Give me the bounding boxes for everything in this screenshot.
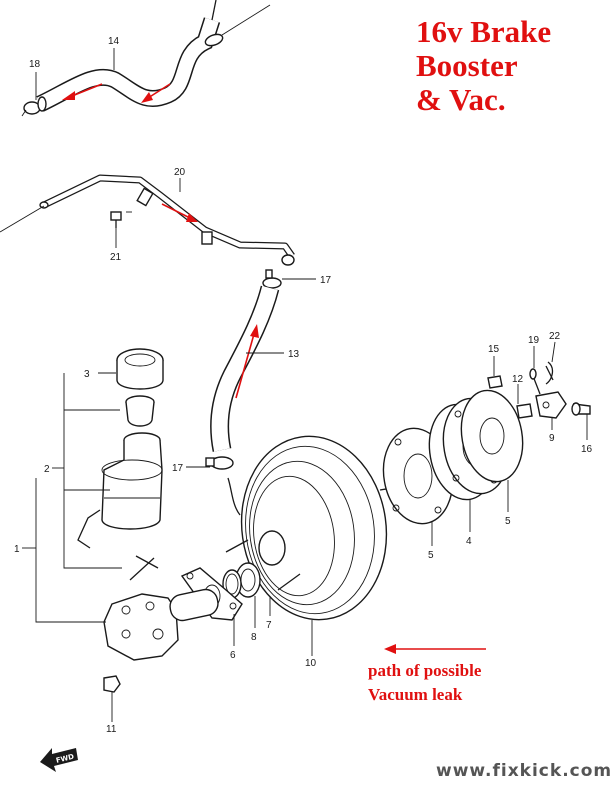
nut-11	[103, 675, 121, 710]
title-line-2: Booster	[416, 48, 518, 83]
nut-15	[487, 375, 503, 389]
callout-3: 3	[84, 369, 90, 380]
clevis-pin-16	[571, 402, 591, 416]
callout-7: 7	[266, 620, 272, 631]
flow-arrow-pipe-20	[161, 203, 198, 222]
callout-labels: 18 14 20 21 17 13 17 3 2 1 6 8 7 10 5 4 …	[14, 36, 593, 735]
callout-5-rear: 5	[505, 516, 511, 527]
callout-1: 1	[14, 544, 20, 555]
reservoir-strainer	[125, 395, 155, 427]
diagram-title: 16v Brake Booster & Vac.	[416, 14, 551, 117]
callout-12: 12	[512, 374, 524, 385]
callout-20: 20	[174, 167, 186, 178]
leader-lines	[22, 48, 588, 722]
callout-22: 22	[549, 331, 561, 342]
fwd-arrow-icon: FWD	[40, 748, 78, 772]
callout-4: 4	[466, 536, 472, 547]
brake-booster-10	[240, 435, 406, 621]
bolt-21	[110, 211, 132, 228]
callout-5-front: 5	[428, 550, 434, 561]
clevis-9	[535, 391, 567, 419]
watermark: www.fixkick.com	[436, 761, 612, 781]
callout-6: 6	[230, 650, 236, 661]
callout-16: 16	[581, 444, 593, 455]
annotation-line-2: Vacuum leak	[368, 685, 463, 704]
clamp-17-lower	[205, 456, 241, 516]
flow-arrows-hose-14	[62, 83, 171, 103]
pin-19	[529, 368, 541, 395]
callout-11: 11	[106, 724, 117, 735]
callout-17-upper: 17	[320, 275, 332, 286]
callout-2: 2	[44, 464, 50, 475]
title-line-3: & Vac.	[416, 82, 506, 117]
callout-14: 14	[108, 36, 120, 47]
reservoir-pin	[129, 555, 159, 581]
clamp-17-upper	[262, 269, 282, 289]
callout-21: 21	[110, 252, 122, 263]
master-cylinder-1	[103, 588, 219, 661]
vacuum-hose-13	[210, 285, 280, 452]
vacuum-hose-14	[36, 0, 271, 112]
spacer-plate-5-rear	[460, 389, 524, 483]
vacuum-pipe-20	[0, 174, 295, 266]
callout-13: 13	[288, 349, 300, 360]
annotation-line-1: path of possible	[368, 661, 482, 680]
callout-19: 19	[528, 335, 540, 346]
callout-8: 8	[251, 632, 257, 643]
title-line-1: 16v Brake	[416, 14, 551, 49]
reservoir-cap-3	[116, 348, 164, 390]
clip-22	[545, 361, 554, 385]
brake-fluid-reservoir-2	[77, 432, 163, 549]
callout-15: 15	[488, 344, 500, 355]
nut-12	[516, 403, 533, 419]
callout-17-lower: 17	[172, 463, 184, 474]
studs	[225, 539, 301, 591]
callout-9: 9	[549, 433, 555, 444]
vacuum-leak-annotation: path of possible Vacuum leak	[368, 644, 486, 704]
callout-18: 18	[29, 59, 41, 70]
callout-10: 10	[305, 658, 317, 669]
hose-clamp-18	[21, 96, 47, 117]
flow-arrow-hose-13	[235, 324, 259, 399]
